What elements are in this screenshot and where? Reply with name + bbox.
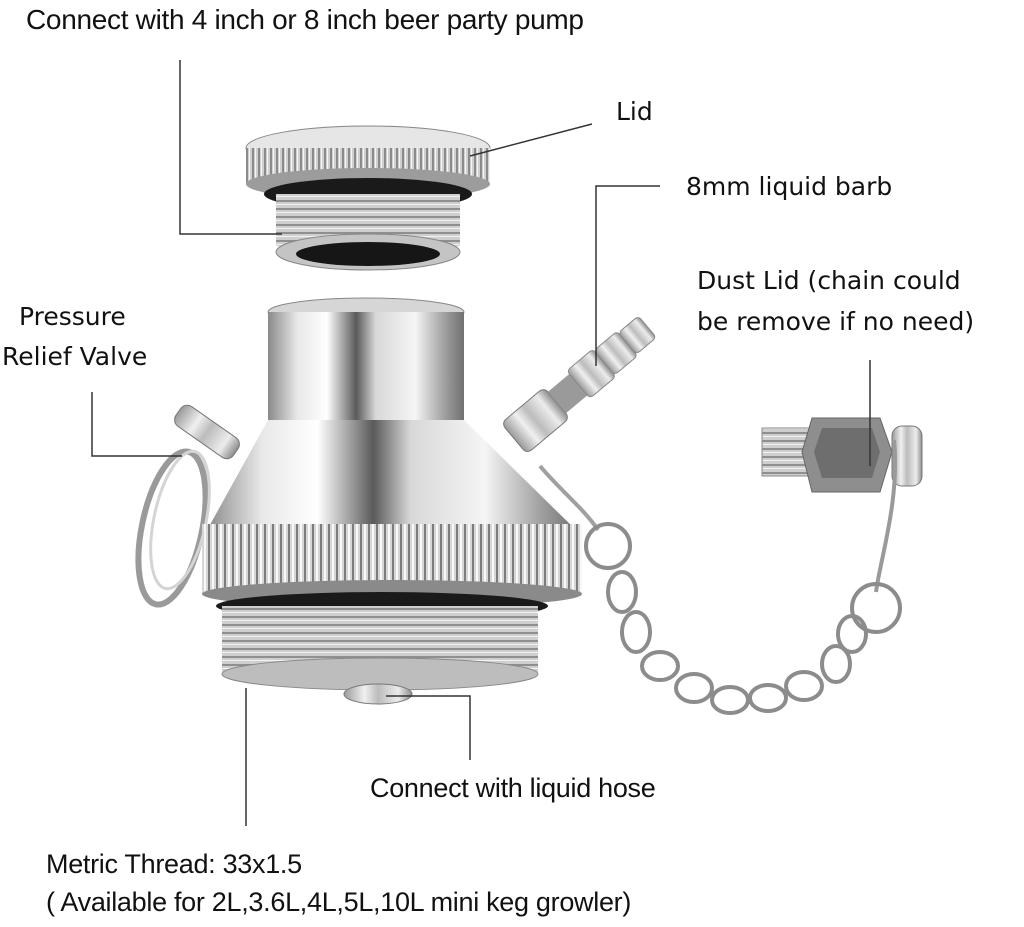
barb-part	[503, 317, 656, 452]
leader-lid	[469, 123, 593, 157]
leader-liquid-hose	[386, 695, 471, 760]
label-barb: 8mm liquid barb	[686, 172, 893, 201]
label-thread-line1: Metric Thread: 33x1.5	[46, 849, 302, 879]
label-liquid-hose: Connect with liquid hose	[370, 773, 656, 803]
label-pump: Connect with 4 inch or 8 inch beer party…	[26, 4, 584, 35]
leader-barb	[595, 185, 660, 366]
chain	[538, 464, 902, 715]
label-dust-lid-line1: Dust Lid (chain could	[697, 266, 961, 295]
leader-pump	[179, 60, 282, 235]
label-thread-line2: ( Available for 2L,3.6L,4L,5L,10L mini k…	[46, 887, 632, 917]
label-relief-line2: Relief Valve	[2, 342, 148, 371]
leader-relief	[91, 392, 182, 457]
dust-lid-part	[761, 417, 923, 593]
label-relief-line1: Pressure	[19, 302, 126, 331]
body-part	[202, 297, 582, 705]
lid-part	[245, 125, 491, 271]
label-lid: Lid	[616, 97, 653, 126]
label-dust-lid-line2: be remove if no need)	[697, 307, 975, 336]
leader-lines	[91, 60, 871, 826]
